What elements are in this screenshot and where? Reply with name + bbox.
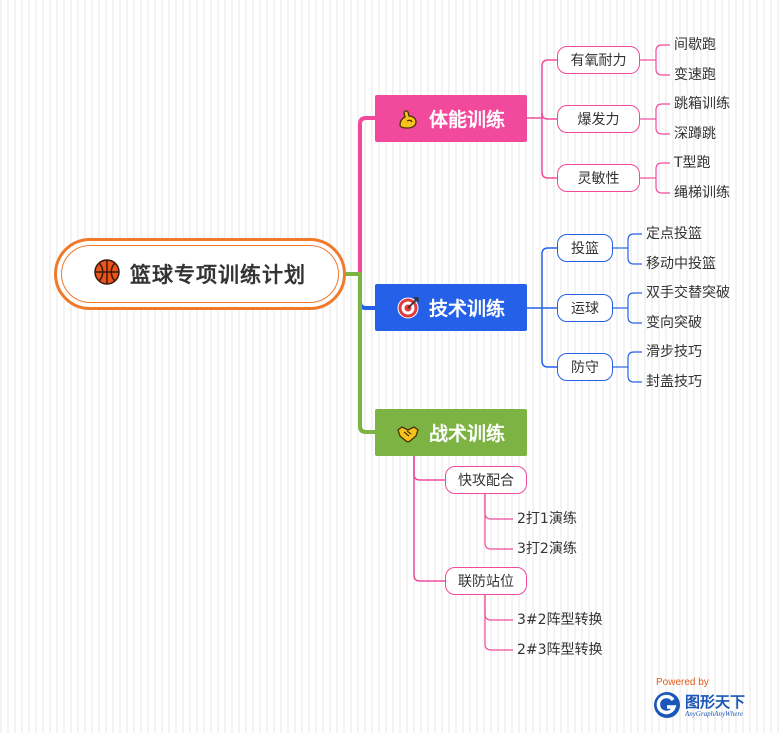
leaf-item[interactable]: T型跑 [674, 155, 711, 171]
connector-bracket [655, 44, 670, 60]
subtopic-label: 投篮 [571, 241, 599, 257]
connector-bracket [655, 119, 670, 135]
connector-bracket [484, 494, 513, 520]
subtopic-label: 爆发力 [577, 112, 620, 128]
leaf-item[interactable]: 深蹲跳 [674, 126, 716, 142]
connector-bracket [627, 367, 642, 383]
subtopic-label: 运球 [571, 301, 599, 317]
connector-bracket [541, 247, 557, 308]
leaf-item[interactable]: 滑步技巧 [646, 344, 702, 360]
subtopic-node[interactable]: 投篮 [557, 234, 613, 262]
connector-bracket [627, 248, 642, 265]
basketball-icon [94, 259, 120, 289]
leaf-item[interactable]: 间歇跑 [674, 37, 716, 53]
logo-name: 图形天下 [685, 693, 746, 711]
connector-bracket [413, 456, 445, 481]
branch-node-technique[interactable]: 技术训练 [375, 284, 527, 331]
connector-bracket [627, 233, 642, 248]
branch-node-physical[interactable]: 体能训练 [375, 95, 527, 142]
leaf-item[interactable]: 2#3阵型转换 [517, 642, 603, 658]
subtopic-node[interactable]: 爆发力 [557, 105, 640, 133]
g-logo-icon [652, 690, 682, 720]
connector-root-branch [346, 116, 375, 276]
branch-label: 战术训练 [428, 423, 505, 445]
subtopic-label: 联防站位 [458, 574, 514, 590]
connector-bracket [484, 494, 513, 550]
powered-by-text: Powered by [656, 677, 709, 688]
subtopic-node[interactable]: 运球 [557, 294, 613, 322]
subtopic-label: 有氧耐力 [570, 53, 627, 69]
connector-bracket [655, 162, 670, 178]
branch-label: 体能训练 [428, 109, 505, 131]
leaf-item[interactable]: 变速跑 [674, 67, 716, 83]
logo-subtitle: AnyGraphAnyWhere [685, 710, 744, 718]
connector-bracket [627, 351, 642, 367]
connector-bracket [627, 292, 642, 308]
connector-bracket [484, 595, 513, 621]
connector-bracket [541, 308, 557, 368]
branch-node-tactics[interactable]: 战术训练 [375, 409, 527, 456]
connector-bracket [541, 112, 557, 120]
leaf-item[interactable]: 2打1演练 [517, 511, 577, 527]
leaf-item[interactable]: 3#2阵型转换 [517, 612, 603, 628]
leaf-item[interactable]: 跳箱训练 [674, 96, 730, 112]
target-icon [397, 296, 419, 319]
connector-bracket [655, 60, 670, 76]
subtopic-label: 防守 [571, 360, 599, 376]
connector-bracket [413, 456, 445, 582]
subtopic-label: 灵敏性 [577, 171, 620, 187]
connector-bracket [484, 595, 513, 651]
leaf-item[interactable]: 封盖技巧 [646, 374, 702, 390]
branch-label: 技术训练 [428, 298, 505, 320]
subtopic-node[interactable]: 防守 [557, 353, 613, 381]
connector-root-branch [346, 272, 375, 434]
leaf-item[interactable]: 双手交替突破 [646, 285, 730, 301]
handshake-icon [397, 422, 419, 444]
subtopic-node[interactable]: 快攻配合 [445, 466, 527, 494]
leaf-item[interactable]: 变向突破 [646, 315, 702, 331]
connector-bracket [655, 178, 670, 194]
subtopic-node[interactable]: 灵敏性 [557, 164, 640, 192]
root-node-inner: 篮球专项训练计划 [61, 245, 339, 303]
leaf-item[interactable]: 移动中投篮 [646, 256, 716, 272]
leaf-item[interactable]: 3打2演练 [517, 541, 577, 557]
root-title: 篮球专项训练计划 [130, 263, 306, 287]
powered-by-logo[interactable]: Powered by 图形天下 AnyGraphAnyWhere [652, 677, 762, 723]
leaf-item[interactable]: 定点投篮 [646, 226, 702, 242]
connector-bracket [541, 59, 557, 118]
root-node[interactable]: 篮球专项训练计划 [54, 238, 346, 310]
connector-bracket [541, 118, 557, 179]
leaf-item[interactable]: 绳梯训练 [674, 185, 730, 201]
connector-bracket [627, 308, 642, 324]
subtopic-node[interactable]: 有氧耐力 [557, 46, 640, 74]
subtopic-label: 快攻配合 [458, 473, 514, 489]
flexed-arm-icon [397, 108, 419, 130]
connector-bracket [655, 103, 670, 119]
subtopic-node[interactable]: 联防站位 [445, 567, 527, 595]
